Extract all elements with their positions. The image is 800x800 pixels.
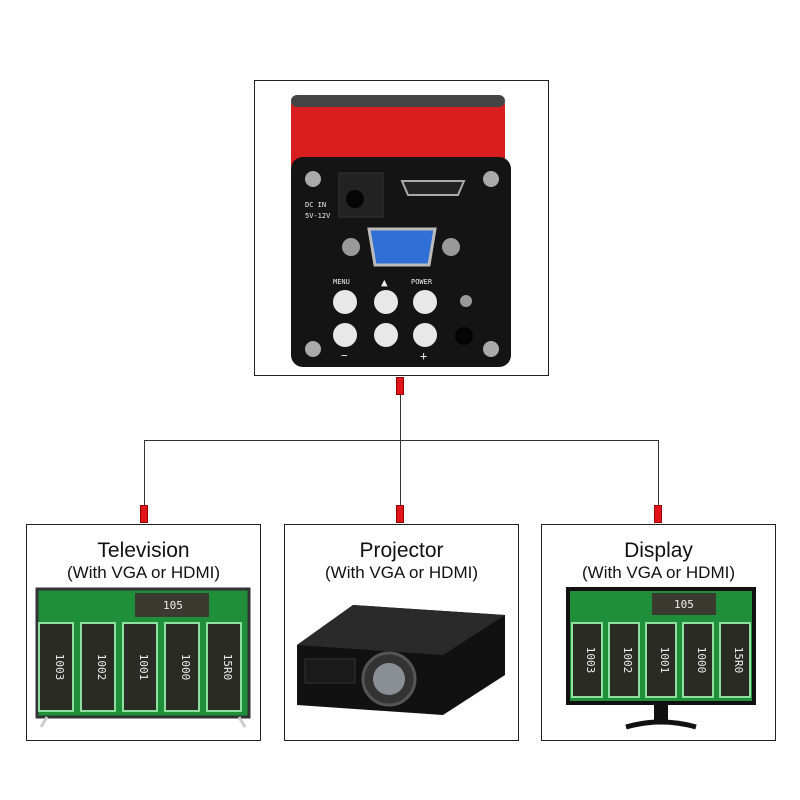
vga-port-icon [367,227,437,267]
resistor [719,622,751,698]
resistor [80,622,116,712]
camera-image: DC IN 5V-12V MENU ▲ POWER − + [291,95,511,367]
projector-connector [396,505,404,523]
down-button [374,323,398,347]
projector-image [297,605,505,715]
up-button [374,290,398,314]
resistor-label: 1003 [53,654,66,681]
resistor-label: 1002 [95,654,108,681]
power-label: POWER [411,278,433,286]
plus-button [413,323,437,347]
resistor [645,622,677,698]
resistor [122,622,158,712]
display-pcb-top-label: 105 [674,598,694,611]
resistor [164,622,200,712]
resistor-label: 1001 [137,654,150,681]
dc-in-label: DC IN [305,201,326,209]
television-subtitle: (With VGA or HDMI) [66,563,220,582]
power-button [413,290,437,314]
tv-line [144,440,145,506]
plus-label: + [420,349,427,363]
television-image: 105 1003 1002 1001 1000 15R0 [35,587,251,728]
display-image: 105 1003 1002 1001 1000 15R0 [566,587,756,730]
tv-connector [140,505,148,523]
projector-title: Projector [359,539,444,562]
minus-label: − [341,349,348,362]
up-label: ▲ [381,276,388,289]
display-title: Display [624,539,693,562]
camera-panel: DC IN 5V-12V MENU ▲ POWER − + [254,80,549,376]
resistor [682,622,714,698]
television-title: Television [97,539,190,562]
hdmi-port-icon [400,180,466,196]
resistor-label: 15R0 [732,647,745,674]
display-line [658,440,659,506]
voltage-label: 5V-12V [305,212,331,220]
resistor [206,622,242,712]
projector-subtitle: (With VGA or HDMI) [324,563,478,582]
resistor-label: 1000 [179,654,192,681]
menu-button [333,290,357,314]
menu-label: MENU [333,278,350,286]
display-connector [654,505,662,523]
camera-connector [396,377,404,395]
resistor-label: 1001 [658,647,671,674]
resistor-label: 15R0 [221,654,234,681]
display-subtitle: (With VGA or HDMI) [581,563,735,582]
resistor-label: 1003 [584,647,597,674]
resistor [571,622,603,698]
resistor-label: 1000 [695,647,708,674]
trunk-line [400,394,401,506]
pcb-top-label: 105 [163,599,183,612]
resistor-label: 1002 [621,647,634,674]
bus-line [144,440,659,441]
minus-button [333,323,357,347]
resistor [38,622,74,712]
resistor [608,622,640,698]
projector-panel: Projector (With VGA or HDMI) [284,524,519,741]
